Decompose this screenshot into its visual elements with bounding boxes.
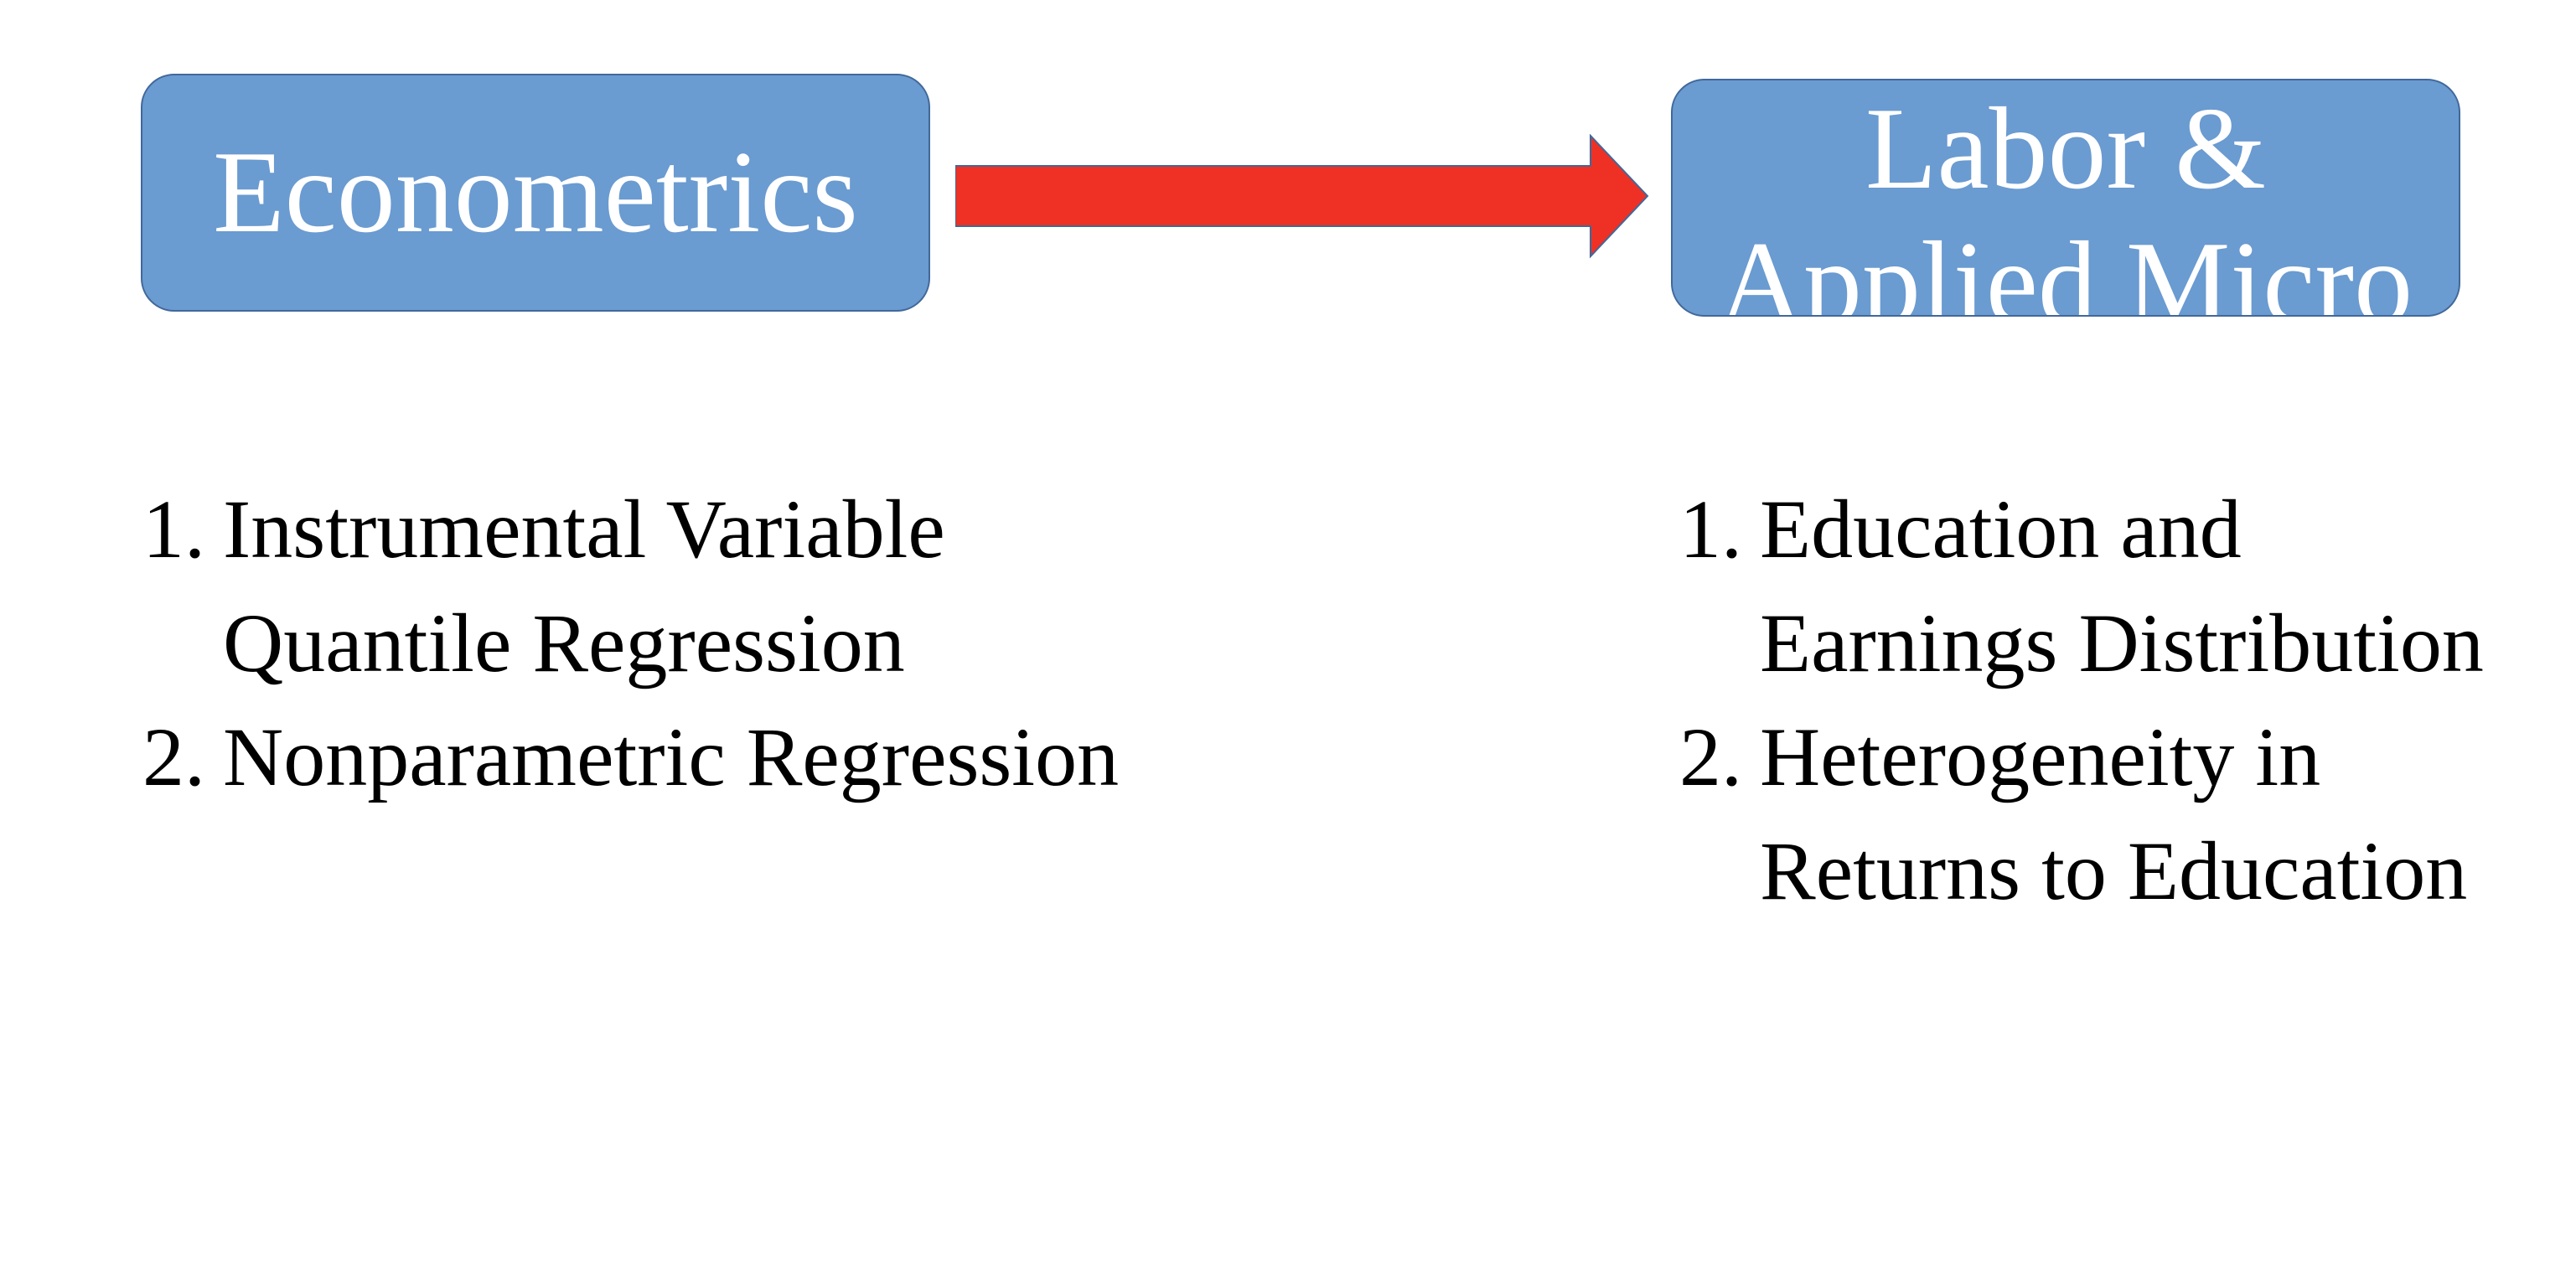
- labor-label-line-2: Applied Micro: [1718, 218, 2413, 317]
- right-arrow-icon: [955, 134, 1649, 259]
- econometrics-label: Econometrics: [213, 127, 858, 257]
- labor-label-line-1: Labor &: [1865, 84, 2267, 214]
- labor-applied-micro-label: Labor & Applied Micro: [1673, 82, 2459, 317]
- list-item-text: Education and Earnings Distribution: [1760, 483, 2484, 689]
- econometrics-topics-list: 1. Instrumental Variable Quantile Regres…: [142, 472, 1399, 814]
- econometrics-box: Econometrics: [141, 74, 930, 312]
- arrow-shape: [955, 134, 1649, 259]
- list-item: 1. Instrumental Variable Quantile Regres…: [142, 472, 1399, 700]
- list-item-number: 1.: [142, 483, 205, 576]
- list-item: 1. Education and Earnings Distribution: [1679, 472, 2576, 700]
- labor-applied-micro-box: Labor & Applied Micro: [1671, 79, 2460, 317]
- list-item-text: Nonparametric Regression: [223, 710, 1120, 803]
- list-item-number: 2.: [142, 710, 205, 803]
- list-item-number: 2.: [1679, 710, 1742, 803]
- list-item-text: Heterogeneity in Returns to Education: [1760, 710, 2468, 917]
- labor-topics-list: 1. Education and Earnings Distribution 2…: [1679, 472, 2576, 928]
- list-item: 2. Nonparametric Regression: [142, 700, 1399, 814]
- list-item: 2. Heterogeneity in Returns to Education: [1679, 700, 2576, 928]
- list-item-text: Instrumental Variable Quantile Regressio…: [223, 483, 945, 689]
- list-item-number: 1.: [1679, 483, 1742, 576]
